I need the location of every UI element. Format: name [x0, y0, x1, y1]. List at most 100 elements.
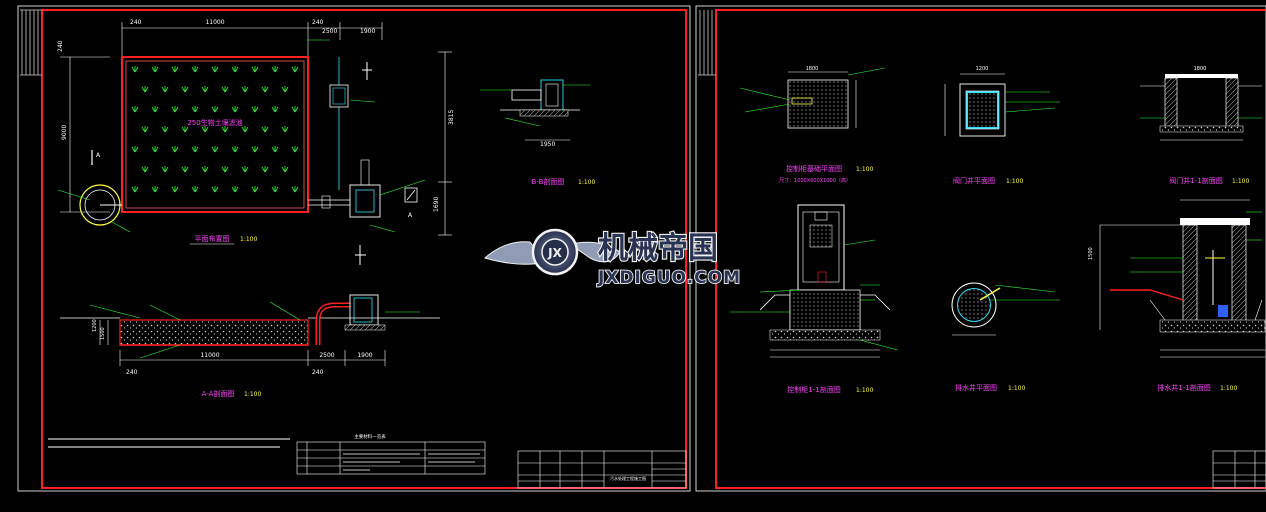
drain-well-section[interactable] — [1099, 199, 1266, 358]
drain-well-plan-scale: 1:100 — [1008, 385, 1025, 392]
grass-symbol — [281, 166, 289, 173]
watermark-en-text: JXDIGUO.COM — [597, 268, 741, 288]
grass-symbol — [141, 86, 149, 93]
grass-symbol — [231, 66, 239, 73]
grass-symbol — [151, 186, 159, 193]
dim-text: 1800 — [806, 66, 819, 72]
grass-symbol — [231, 146, 239, 153]
watermark-cn-text: 机械帝国 — [598, 231, 718, 266]
section-aa-scale: 1:100 — [244, 391, 261, 398]
grass-symbol — [271, 66, 279, 73]
watermark-logo: JX 机械帝国 JXDIGUO.COM — [483, 228, 741, 289]
section-letter: A — [408, 212, 413, 219]
collection-well-plan[interactable] — [57, 184, 131, 233]
sheet-2-title-block[interactable] — [1212, 450, 1266, 489]
dim-text: 3815 — [448, 110, 455, 125]
dim-text: 11000 — [205, 19, 224, 26]
cabinet-section-title: 控制柜1-1剖面图 — [787, 385, 840, 394]
dim-text: 1900 — [357, 352, 372, 359]
grass-symbol — [191, 66, 199, 73]
grass-symbol — [191, 106, 199, 113]
drain-well-plan-title: 排水井平面图 — [955, 383, 997, 392]
grass-symbol — [261, 86, 269, 93]
control-cabinet-plan-scale: 1:100 — [856, 166, 873, 173]
valve-well-plan-scale: 1:100 — [1006, 178, 1023, 185]
grass-symbols — [131, 66, 299, 193]
valve-equipment-plan[interactable] — [308, 39, 426, 265]
control-cabinet-section[interactable] — [730, 204, 899, 358]
plan-title: 平面布置图 — [195, 234, 230, 243]
grass-symbol — [161, 126, 169, 133]
materials-table-content — [343, 453, 480, 471]
grass-symbol — [241, 166, 249, 173]
dim-text: 1200 — [92, 319, 98, 332]
grass-symbol — [141, 166, 149, 173]
grass-symbol — [281, 86, 289, 93]
sheet-1-outer-border — [17, 5, 691, 492]
dim-text: 1800 — [1194, 66, 1207, 72]
sheet-1: 250生物土壤滤池 240 11000 240 2500 1900 9000 2… — [17, 5, 691, 492]
grass-symbol — [151, 106, 159, 113]
filter-bed-plan[interactable]: 250生物土壤滤池 — [121, 56, 309, 213]
dim-text: 240 — [130, 19, 142, 26]
grass-symbol — [211, 186, 219, 193]
section-bb-drawing[interactable]: 1950 — [480, 79, 590, 148]
grass-symbol — [181, 126, 189, 133]
grass-symbol — [181, 166, 189, 173]
grass-symbol — [251, 186, 259, 193]
grass-symbol — [221, 126, 229, 133]
grass-symbol — [291, 146, 299, 153]
grass-symbol — [171, 106, 179, 113]
grass-symbol — [161, 166, 169, 173]
section-mark-a-left: A — [91, 150, 101, 165]
valve-well-plan[interactable] — [944, 73, 1060, 137]
grass-symbol — [231, 186, 239, 193]
grass-symbol — [261, 126, 269, 133]
control-cabinet-foundation-plan[interactable] — [739, 67, 886, 129]
dim-text: 1500 — [1088, 247, 1094, 260]
grass-symbol — [241, 86, 249, 93]
dim-text: 240 — [312, 369, 324, 376]
materials-table-title: 主要材料一览表 — [354, 433, 386, 440]
grass-symbol — [181, 86, 189, 93]
grass-symbol — [151, 146, 159, 153]
drain-well-plan[interactable] — [951, 282, 1060, 336]
dim-text: 1200 — [976, 66, 989, 72]
valve-well-section[interactable] — [1140, 74, 1262, 141]
drain-well-section-scale: 1:100 — [1220, 385, 1237, 392]
control-cabinet-plan-title: 控制柜基础平面图 — [786, 164, 842, 173]
grass-symbol — [221, 86, 229, 93]
grass-symbol — [271, 146, 279, 153]
section-aa-drawing[interactable] — [60, 294, 440, 366]
dim-text: 1690 — [433, 197, 440, 212]
control-cabinet-plan-note: 尺寸：1000X600X1000（高） — [779, 177, 851, 184]
grass-symbol — [291, 106, 299, 113]
grass-symbol — [171, 146, 179, 153]
plan-scale: 1:100 — [240, 236, 257, 243]
section-mark-a-right: A — [404, 187, 418, 219]
dim-text: 240 — [126, 369, 138, 376]
sheet-2-binding-strip — [698, 10, 716, 76]
grass-symbol — [251, 146, 259, 153]
grass-symbol — [251, 66, 259, 73]
dim-text: 240 — [57, 40, 64, 52]
sheet-1-title-block[interactable] — [517, 450, 687, 489]
valve-well-section-title: 阀门井1-1剖面图 — [1169, 176, 1222, 185]
sheet-2: 1800 控制柜基础平面图 1:100 尺寸：1000X600X1000（高） … — [695, 5, 1266, 492]
grass-symbol — [201, 126, 209, 133]
grass-symbol — [201, 166, 209, 173]
sheet-2-outer-border — [695, 5, 1266, 492]
title-block-project: 污水处理工程施工图 — [610, 475, 646, 481]
grass-symbol — [261, 166, 269, 173]
grass-symbol — [211, 106, 219, 113]
grass-symbol — [211, 146, 219, 153]
grass-symbol — [291, 186, 299, 193]
materials-table[interactable] — [296, 441, 486, 475]
grass-symbol — [171, 66, 179, 73]
grass-symbol — [131, 106, 139, 113]
grass-symbol — [241, 126, 249, 133]
design-notes — [48, 438, 290, 448]
watermark-emblem: JX — [547, 246, 562, 260]
